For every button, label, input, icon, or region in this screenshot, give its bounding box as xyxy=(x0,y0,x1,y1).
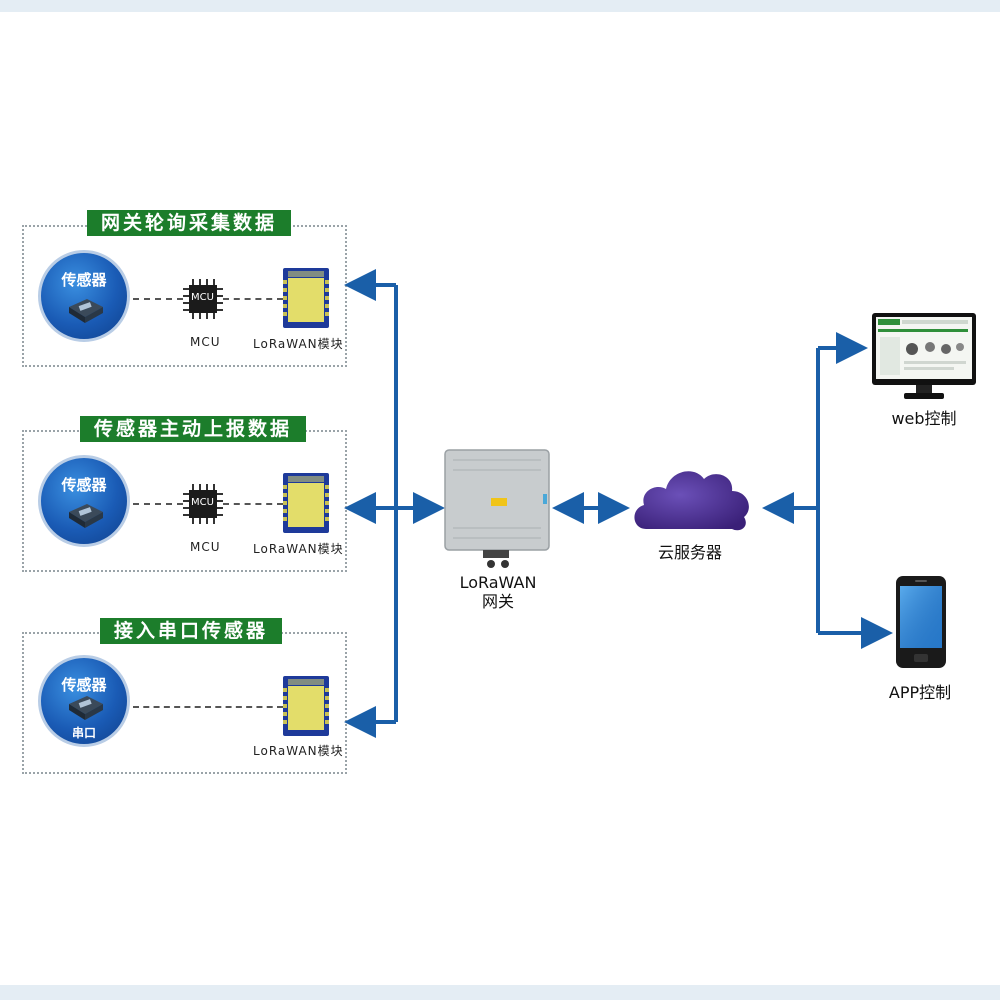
dash-link xyxy=(133,706,283,708)
sensor-label: 传感器 xyxy=(61,476,107,494)
sensor-device-icon xyxy=(69,696,103,720)
sensor-icon: 传感器 串口 xyxy=(38,655,130,747)
sensor-sub-label: 串口 xyxy=(71,726,96,740)
mcu-chip-text: MCU xyxy=(191,497,214,508)
gateway-label: LoRaWAN 网关 xyxy=(440,573,556,611)
smartphone-icon xyxy=(896,576,946,668)
sensor-label: 传感器 xyxy=(61,271,107,289)
mcu-chip-icon xyxy=(183,484,223,524)
group-title-report: 传感器主动上报数据 xyxy=(80,416,307,442)
module-label: LoRaWAN模块 xyxy=(253,542,344,556)
cloud-label: 云服务器 xyxy=(657,543,722,562)
cloud-icon xyxy=(634,471,749,531)
module-label: LoRaWAN模块 xyxy=(253,744,344,758)
lorawan-module-icon xyxy=(283,268,329,328)
mcu-chip-text: MCU xyxy=(191,292,214,303)
monitor-icon xyxy=(872,313,976,399)
sensor-icon: 传感器 xyxy=(38,250,130,342)
lorawan-module-icon xyxy=(283,676,329,736)
gateway-label-line1: LoRaWAN xyxy=(459,573,537,592)
gateway-icon xyxy=(444,449,550,568)
dash-link xyxy=(133,503,183,505)
sensor-device-icon xyxy=(69,504,103,528)
gateway-label-line2: 网关 xyxy=(481,592,514,611)
mcu-label: MCU xyxy=(190,335,221,349)
sensor-label: 传感器 xyxy=(61,676,107,694)
module-label: LoRaWAN模块 xyxy=(253,337,344,351)
dash-link xyxy=(133,298,183,300)
mcu-chip-icon xyxy=(183,279,223,319)
sensor-icon: 传感器 xyxy=(38,455,130,547)
group-title-polling: 网关轮询采集数据 xyxy=(87,210,292,236)
mcu-label: MCU xyxy=(190,540,221,554)
dash-link xyxy=(223,503,283,505)
dash-link xyxy=(223,298,283,300)
web-control-label: web控制 xyxy=(891,409,957,428)
group-title-serial: 接入串口传感器 xyxy=(100,618,283,644)
app-control-label: APP控制 xyxy=(888,683,952,702)
sensor-device-icon xyxy=(69,299,103,323)
lorawan-module-icon xyxy=(283,473,329,533)
